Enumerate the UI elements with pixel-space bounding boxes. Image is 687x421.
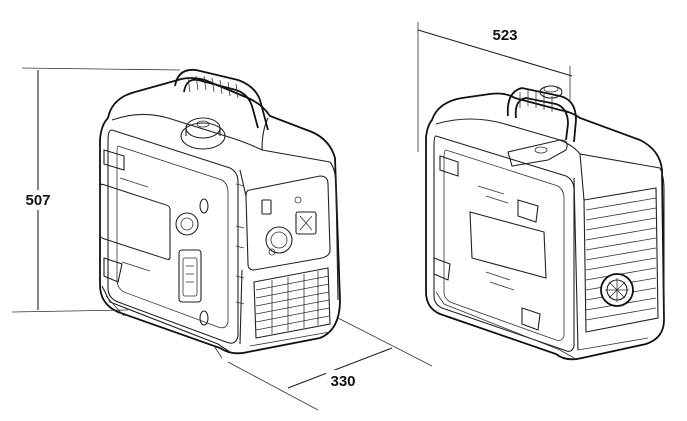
depth-label: 330	[330, 373, 355, 390]
depth-dimension: 330	[227, 317, 433, 411]
width-dimension: 523	[417, 22, 573, 152]
height-label: 507	[25, 192, 50, 209]
generator-right-view	[425, 85, 665, 361]
height-dimension: 507	[11, 67, 181, 313]
width-label: 523	[492, 27, 517, 44]
generator-left-view	[99, 68, 341, 359]
